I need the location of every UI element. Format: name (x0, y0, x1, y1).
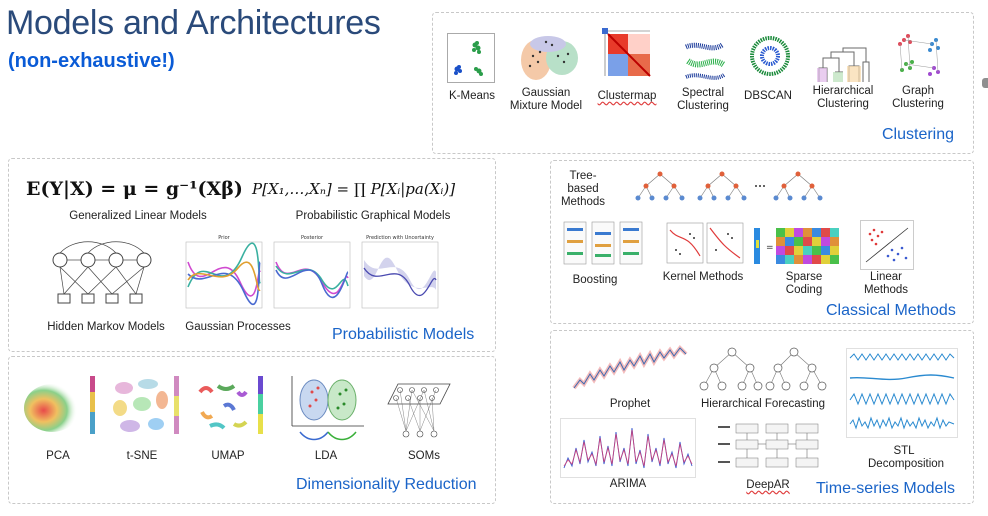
timeseries-title: Time-series Models (816, 480, 955, 497)
page-subtitle: (non-exhaustive!) (8, 50, 175, 72)
gp-panel-prediction: Prediction with Uncertainty (366, 235, 434, 241)
dimred-item-umap: UMAP (211, 450, 245, 462)
clustering-item-kmeans: K-Means (448, 90, 496, 102)
tree-methods-label: Tree- based Methods (560, 170, 606, 208)
dimred-item-tsne: t-SNE (126, 450, 158, 462)
glm-formula: E(Y|X) = μ = g⁻¹(Xβ) (26, 178, 243, 200)
clustering-item-spectral: Spectral Clustering (677, 87, 729, 112)
boosting-thumb (563, 221, 643, 265)
clustering-item-graph: Graph Clustering (892, 85, 944, 110)
som-thumb (387, 383, 451, 438)
classical-title: Classical Methods (826, 302, 956, 319)
hmm-label: Hidden Markov Models (47, 321, 165, 333)
umap-thumb (198, 376, 263, 434)
graph-clustering-thumb (898, 34, 940, 76)
hmm-diagram (52, 241, 152, 304)
pca-thumb (24, 376, 95, 434)
clustering-item-gmm: Gaussian Mixture Model (509, 87, 583, 112)
kernel-thumb (666, 222, 744, 264)
timeseries-item-prophet: Prophet (609, 398, 651, 410)
classical-item-sparse: Sparse Coding (785, 271, 823, 296)
clustering-item-hierarchical: Hierarchical Clustering (812, 85, 874, 110)
gmm-thumb (521, 36, 578, 80)
dimred-panel (8, 356, 496, 504)
pgm-formula: P[X₁,…,Xₙ] = ∏ P[Xᵢ|pa(Xᵢ)] (252, 180, 456, 198)
gp-label: Gaussian Processes (185, 321, 291, 333)
timeseries-item-hierarchical: Hierarchical Forecasting (701, 398, 825, 410)
clustering-item-dbscan: DBSCAN (744, 90, 792, 102)
spectral-thumb (685, 42, 726, 80)
classical-item-linear: Linear Methods (863, 271, 909, 296)
kmeans-thumb (447, 33, 495, 83)
arima-thumb (560, 418, 696, 478)
gp-panel-posterior: Posterior (301, 235, 324, 241)
probabilistic-title: Probabilistic Models (332, 326, 475, 343)
clustering-panel (432, 12, 974, 154)
dimred-title: Dimensionality Reduction (296, 476, 477, 493)
clustering-title: Clustering (882, 126, 955, 143)
linear-thumb (860, 220, 914, 270)
dimred-item-soms: SOMs (408, 450, 440, 462)
lda-thumb (291, 376, 364, 441)
classical-item-kernel: Kernel Methods (662, 271, 744, 283)
page-title: Models and Architectures (6, 4, 381, 42)
timeseries-item-arima: ARIMA (609, 478, 647, 490)
glm-label: Generalized Linear Models (69, 210, 207, 222)
hierarchical-thumb (817, 47, 870, 82)
timeseries-item-deepar: DeepAR (746, 479, 790, 491)
stl-thumb (846, 348, 958, 438)
tsne-thumb (113, 376, 179, 434)
clustering-item-clustermap: Clustermap (597, 90, 657, 102)
timeseries-item-stl: STL Decomposition (868, 445, 945, 470)
prophet-thumb (572, 344, 688, 390)
sparse-coding-thumb: = (754, 228, 839, 264)
dimred-item-pca: PCA (46, 450, 70, 462)
hierarchical-forecast-thumb (699, 347, 827, 391)
pgm-label: Probabilistic Graphical Models (295, 210, 451, 222)
dimred-item-lda: LDA (314, 450, 338, 462)
svg-text:=: = (766, 243, 774, 253)
dbscan-thumb (750, 36, 790, 76)
gp-panel-prior: Prior (218, 235, 230, 241)
deepar-thumb (718, 423, 819, 468)
gp-plots: Prior Posterior Prediction with Uncertai… (185, 235, 439, 309)
window-edge-handle (982, 78, 988, 88)
clustermap-thumb (602, 28, 651, 77)
classical-item-boosting: Boosting (572, 274, 618, 286)
tree-ensemble-thumb (635, 171, 823, 201)
